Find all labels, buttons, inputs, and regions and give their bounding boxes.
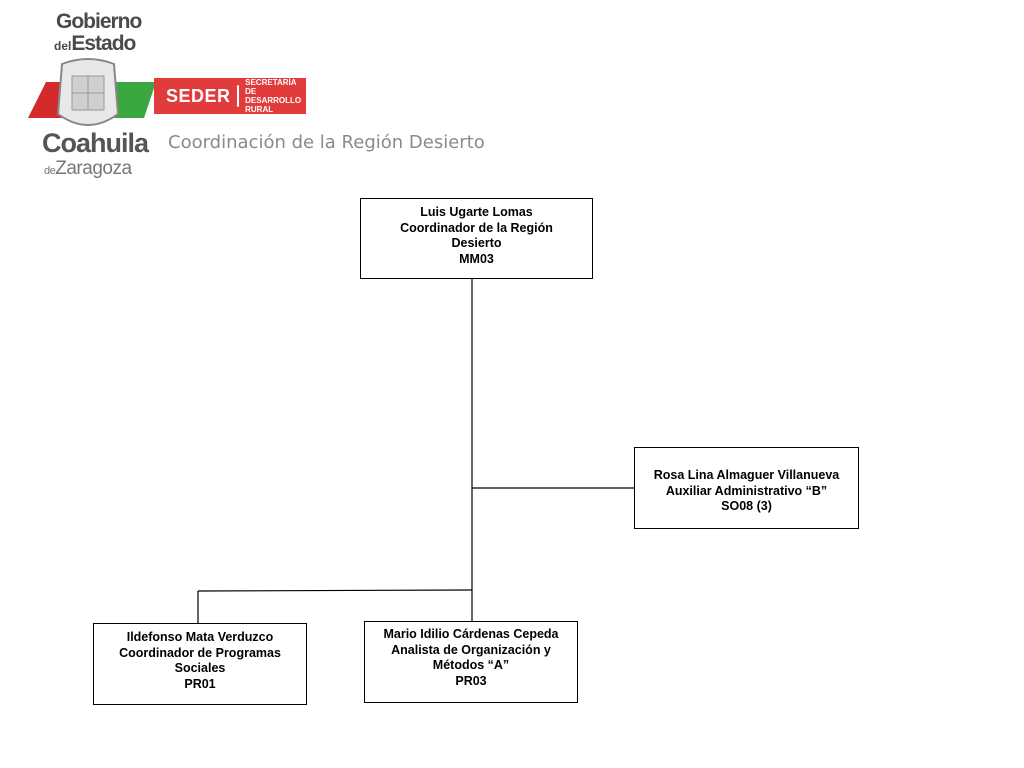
node-code: MM03 (459, 251, 494, 266)
node-code: SO08 (3) (721, 499, 772, 513)
gobierno-coahuila-logo: Gobierno delEstado Coahuila deZaragoza S… (26, 10, 316, 185)
node-code: PR01 (184, 676, 216, 691)
org-node-ildefonso: Ildefonso Mata Verduzco Coordinador de P… (93, 623, 307, 705)
seder-logo: SEDER SECRETARÍA DE DESARROLLO RURAL (154, 78, 306, 114)
coat-of-arms-icon (28, 58, 156, 126)
connector-bottom-branch (197, 589, 473, 592)
node-name: Ildefonso Mata Verduzco (126, 630, 274, 644)
seder-name: SEDER (166, 85, 231, 106)
logo-zaragoza-text: deZaragoza (44, 158, 132, 179)
page-subtitle: Coordinación de la Región Desierto (168, 132, 485, 153)
node-title: Coordinador de Programas Sociales (119, 645, 281, 676)
node-name: Luis Ugarte Lomas (420, 205, 533, 219)
node-code: PR03 (455, 673, 487, 688)
logo-gobierno-text: Gobierno (56, 10, 142, 33)
org-node-rosa: Rosa Lina Almaguer Villanueva Auxiliar A… (634, 447, 859, 529)
seder-subtitle: SECRETARÍA DE DESARROLLO RURAL (245, 78, 302, 114)
node-name: Rosa Lina Almaguer Villanueva (653, 468, 840, 482)
seder-separator (236, 85, 240, 107)
node-title: Analista de Organización y Métodos “A” (391, 642, 551, 673)
logo-del-estado-text: delEstado (54, 32, 136, 55)
node-title: Auxiliar Administrativo “B” (665, 483, 828, 498)
node-name: Mario Idilio Cárdenas Cepeda (383, 627, 559, 641)
logo-coahuila-text: Coahuila (42, 128, 149, 158)
org-node-root: Luis Ugarte Lomas Coordinador de la Regi… (360, 198, 593, 279)
org-node-mario: Mario Idilio Cárdenas Cepeda Analista de… (364, 621, 578, 703)
node-title: Coordinador de la Región Desierto (400, 220, 553, 251)
